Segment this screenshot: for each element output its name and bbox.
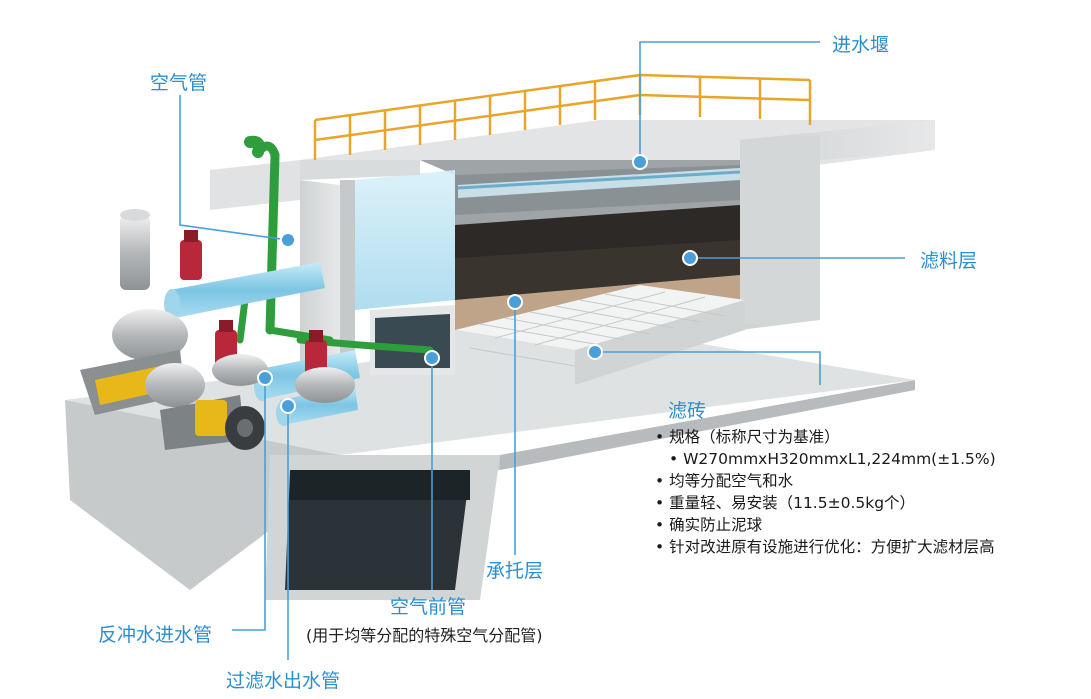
spec-item: 规格（标称尺寸为基准） [655, 426, 996, 448]
callout-dots [257, 154, 698, 414]
spec-item: 针对改进原有设施进行优化：方便扩大滤材层高 [655, 536, 996, 558]
callout-lines [179, 41, 905, 660]
filter-brick-spec-list: 规格（标称尺寸为基准） W270mmxH320mmxL1,224mm(±1.5%… [655, 426, 996, 558]
label-filter-media: 滤料层 [920, 250, 978, 272]
label-filter-brick: 滤砖 [668, 400, 707, 422]
spec-item: 重量轻、易安装（11.5±0.5kg个） [655, 492, 996, 514]
blower-equipment [80, 209, 355, 450]
label-backwash-inlet: 反冲水进水管 [98, 624, 213, 646]
spec-item: 确实防止泥球 [655, 514, 996, 536]
spec-item: 均等分配空气和水 [655, 470, 996, 492]
label-filtered-outlet: 过滤水出水管 [226, 670, 341, 692]
label-air-pipe: 空气管 [150, 72, 208, 94]
label-air-header: 空气前管 [390, 596, 467, 618]
spec-item: W270mmxH320mmxL1,224mm(±1.5%) [655, 448, 996, 470]
label-inlet-weir: 进水堰 [832, 34, 890, 56]
label-support-layer: 承托层 [486, 560, 544, 582]
label-air-header-note: (用于均等分配的特殊空气分配管) [306, 626, 543, 645]
